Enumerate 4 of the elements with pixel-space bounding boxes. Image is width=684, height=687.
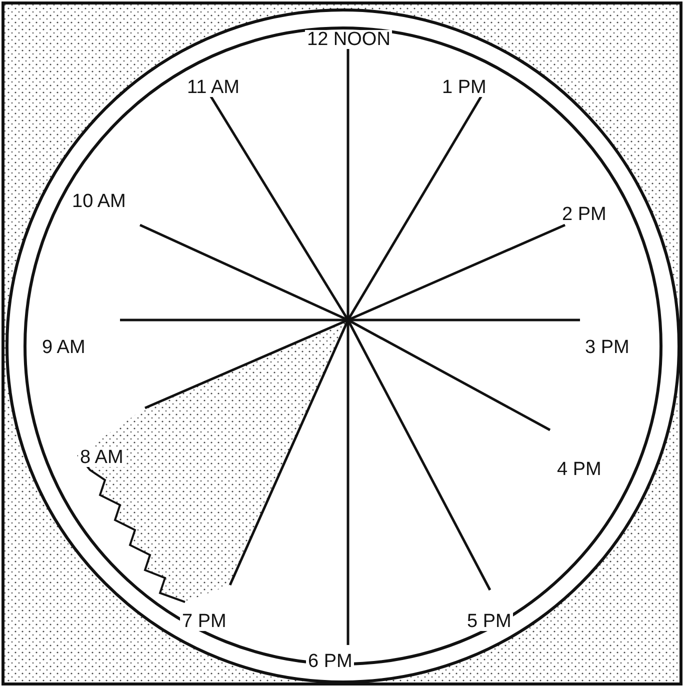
hour-label: 8 AM xyxy=(78,448,126,467)
hour-label: 12 NOON xyxy=(305,30,392,49)
hour-label: 1 PM xyxy=(440,78,488,97)
hour-label: 5 PM xyxy=(465,612,514,631)
